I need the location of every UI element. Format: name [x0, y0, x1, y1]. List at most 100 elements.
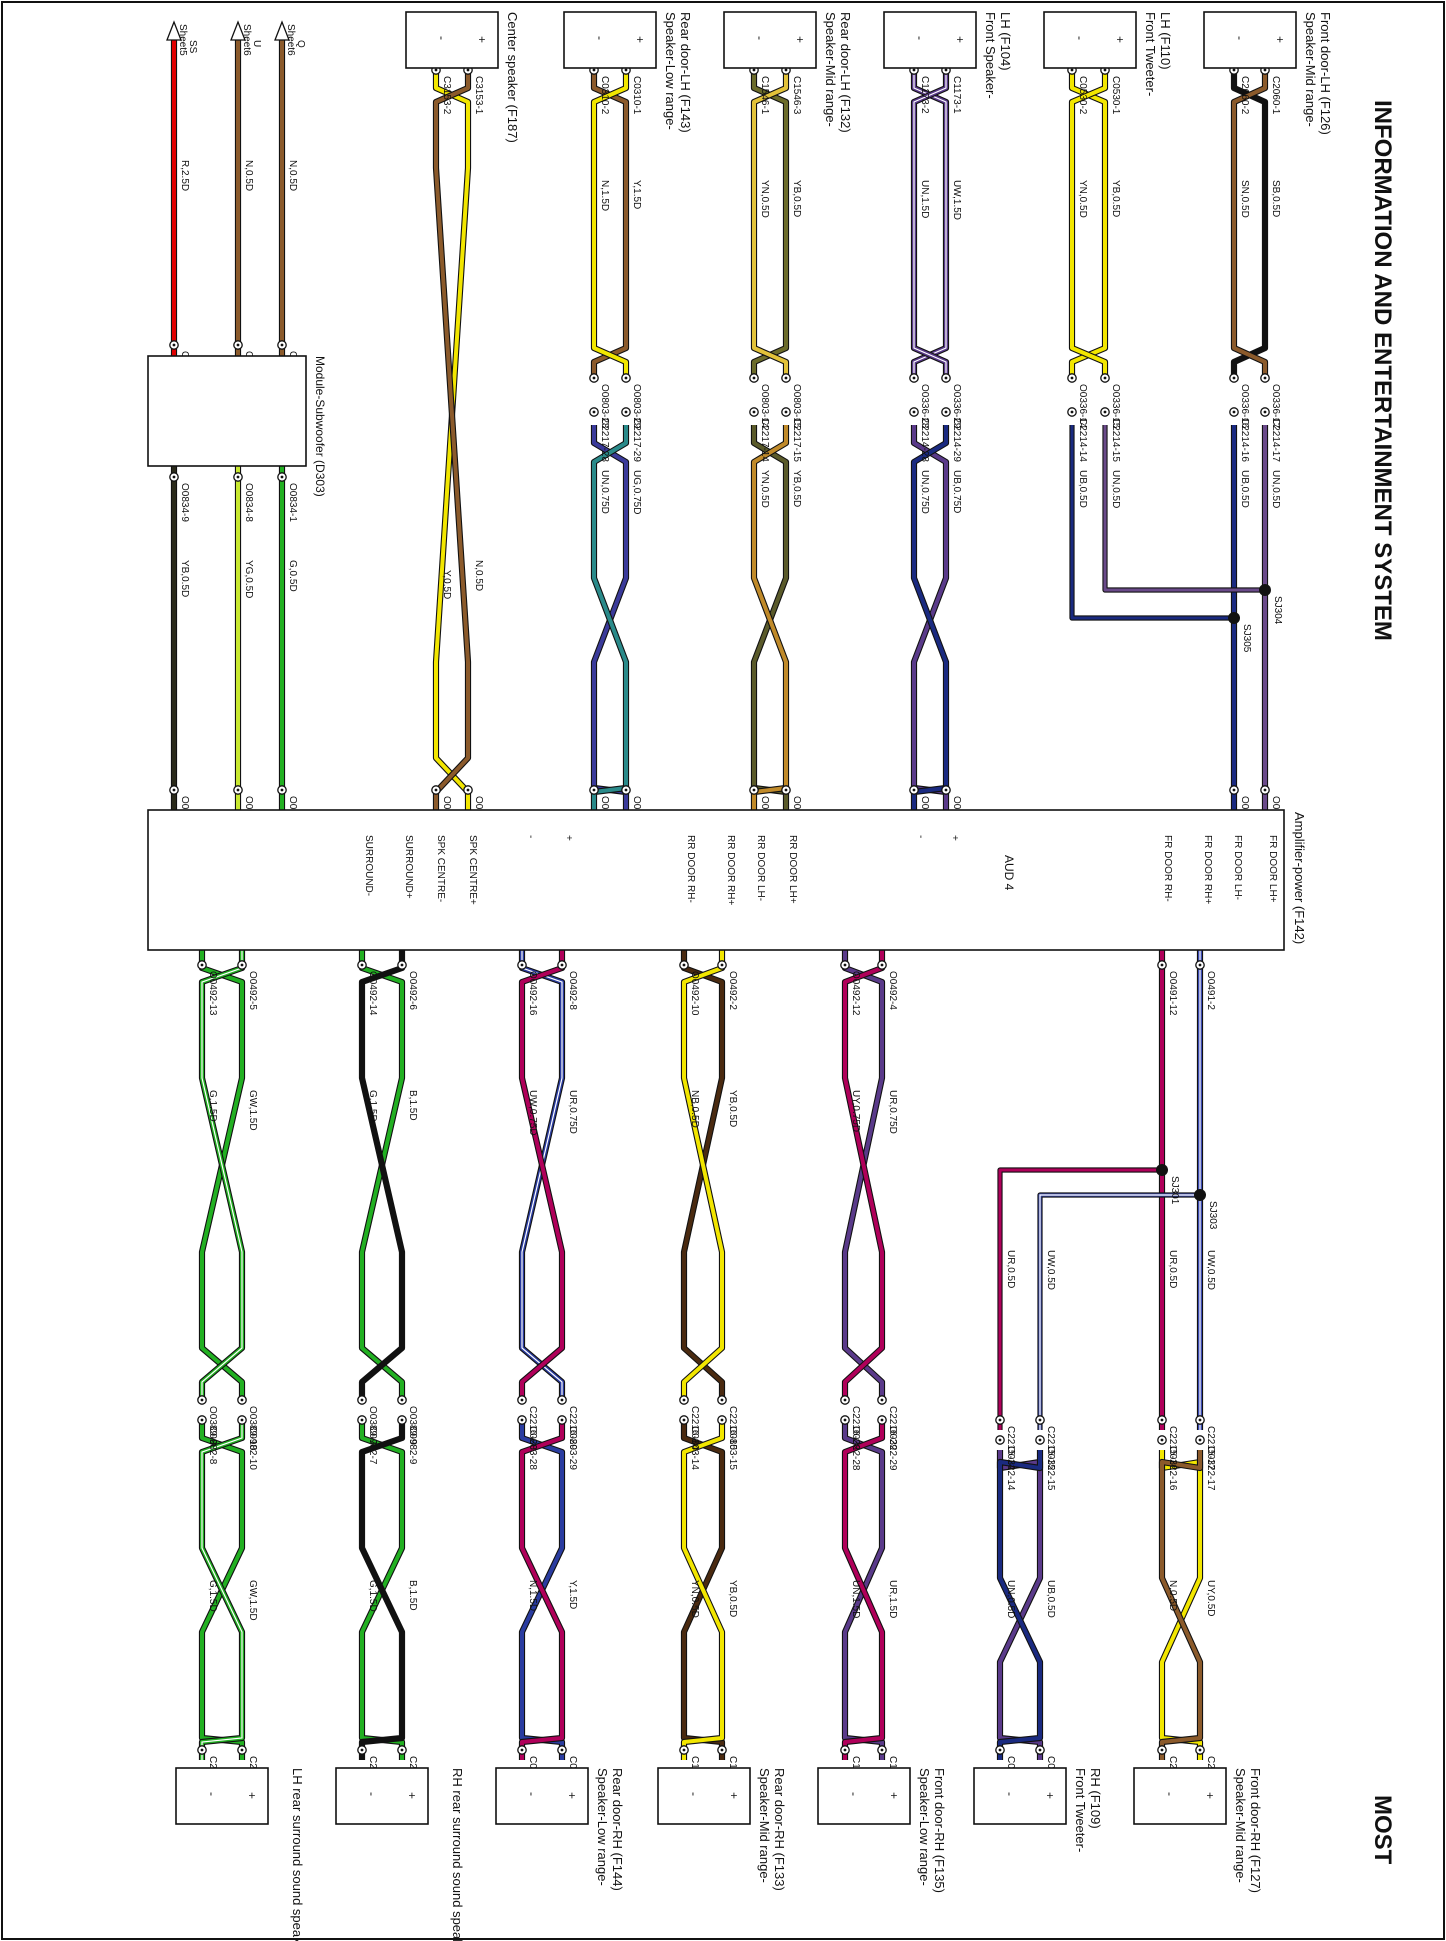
L3a-upper	[910, 70, 950, 380]
pin-o0336-16	[1229, 373, 1239, 383]
R1a-lower	[1158, 1450, 1204, 1760]
splice-sj305	[1228, 612, 1240, 624]
pin-label: O0322-17	[1205, 1446, 1216, 1491]
pin-label: C0530-2	[1077, 76, 1088, 115]
wire-code: NB,0.5D	[689, 1090, 700, 1128]
wire-code: UR,0.75D	[567, 1090, 578, 1134]
pin-c0803-28	[517, 1415, 527, 1425]
R2b-upper	[997, 1167, 1162, 1430]
pin-c2216-28	[517, 1395, 527, 1405]
pin-c0631-1	[1035, 1745, 1045, 1755]
wire-code: GW,1.5D	[247, 1090, 258, 1131]
amp-pin-label: SPK CENTRE+	[467, 835, 478, 905]
pin-label: C2214-17	[1270, 418, 1281, 462]
pin-c0982-8	[197, 1415, 207, 1425]
amp-pin-label: -	[525, 835, 536, 838]
L5a-upper	[590, 70, 630, 380]
wire-code: SN,0.5D	[1239, 180, 1250, 218]
amp-pin-label: +	[563, 835, 574, 841]
pin-label: C2215-14	[1005, 1426, 1016, 1470]
pin-label: C2216-29	[567, 1406, 578, 1450]
wire-code: YB,0.5D	[791, 470, 802, 507]
amp-pin-label: RR DOOR LH+	[787, 835, 798, 904]
wire-code: G,1.5D	[207, 1090, 218, 1122]
pin-o0834-10	[169, 340, 179, 350]
pin-label: O0336-29	[951, 384, 962, 429]
pin-label: C2217-29	[631, 418, 642, 462]
subwoofer-module: Module-Subwoofer (D303)	[147, 355, 327, 497]
pin-label: C2214-29	[951, 418, 962, 462]
wire-code: UW,0.75D	[527, 1090, 538, 1136]
pin-o0491-2	[1195, 960, 1205, 970]
pin-o0834-9	[169, 472, 179, 482]
speakers-left: +-Speaker-Mid range-Front door-LH (F126)…	[405, 11, 1333, 143]
wire-code: GW,1.5D	[247, 1580, 258, 1621]
speaker-neg-terminal: -	[913, 36, 927, 40]
pin-o0336-17	[1260, 373, 1270, 383]
pin-c0631-2	[995, 1745, 1005, 1755]
wire-code: UN,0.5D	[1110, 470, 1121, 508]
amp-pin-label: SPK CENTRE-	[435, 835, 446, 902]
R7a-lower	[198, 1420, 246, 1760]
pin-o0491-13	[463, 785, 473, 795]
R4a-lower	[680, 1420, 726, 1760]
amp-pin-label: FR DOOR RH-	[1162, 835, 1173, 902]
pin-o0322-17	[1195, 1435, 1205, 1445]
wire-code: N,1.5D	[527, 1580, 538, 1611]
pin-label: C2216-28	[527, 1406, 538, 1450]
wire-code: UR,0.5D	[1167, 1250, 1178, 1288]
wire-code: UY,0.5D	[1205, 1580, 1216, 1617]
pin-label: C2215-16	[1167, 1426, 1178, 1470]
wire-code: YN,0.5D	[1077, 180, 1088, 218]
speaker-name: RH rear surround sound speaker (F199)	[450, 1768, 465, 1941]
wire-code: G,1.5D	[207, 1580, 218, 1612]
pin-label: O0492-16	[527, 971, 538, 1016]
amp-pin-label: RR DOOR LH-	[755, 835, 766, 901]
speaker-pos-terminal: +	[953, 36, 967, 43]
wire-code: UY,0.75D	[850, 1090, 861, 1132]
pin-c2217-28	[589, 407, 599, 417]
pin-label: O0322-14	[1005, 1446, 1016, 1491]
speaker-right-1: +-Front Tweeter-RH (F109)	[973, 1767, 1103, 1852]
pin-label: C0982-9	[407, 1426, 418, 1465]
pin-o0492-6	[397, 960, 407, 970]
L5b-upper	[590, 70, 630, 380]
pin-label: C2060-1	[1270, 76, 1281, 115]
pin-o0336-29	[941, 373, 951, 383]
wire-code: UR,0.5D	[1005, 1250, 1016, 1288]
pin-label: C2214-16	[1239, 418, 1250, 462]
L2a-to-SJ304	[1102, 425, 1265, 593]
pin-label: C1546-3	[791, 76, 802, 115]
pin-o0336-28	[909, 373, 919, 383]
pin-o0492-9	[749, 785, 759, 795]
speaker-pos-terminal: +	[887, 1792, 901, 1799]
L2a-upper	[1068, 70, 1109, 380]
pin-label: C1173-2	[919, 76, 930, 114]
wire-code: UN,0.5D	[1005, 1580, 1016, 1618]
speaker-right-5: +-RH rear surround sound speaker (F199)	[335, 1767, 465, 1941]
pin-c1172-2	[840, 1745, 850, 1755]
pin-o0834-1	[277, 472, 287, 482]
pin-o0491-20	[277, 785, 287, 795]
R7a-upper	[198, 950, 246, 1400]
pin-c0982-9	[397, 1415, 407, 1425]
pin-label: C2214-15	[1110, 418, 1121, 462]
pin-label: C0530-1	[1110, 76, 1121, 115]
pin-label: O0492-12	[850, 971, 861, 1016]
pin-o0492-11	[909, 785, 919, 795]
R3a-lower	[841, 1420, 886, 1760]
page-title: INFORMATION AND ENTERTAINMENT SYSTEM	[1369, 100, 1396, 641]
splice-label: SJ301	[1169, 1176, 1180, 1205]
pin-label: O0492-10	[689, 971, 700, 1016]
pin-label: C3153-1	[473, 76, 484, 115]
speaker-neg-terminal: -	[1233, 36, 1247, 40]
L4a-lower	[750, 425, 790, 810]
wire-code: SB,0.5D	[1270, 180, 1281, 217]
speaker-pos-terminal: +	[405, 1792, 419, 1799]
pin-label: O0834-8	[243, 483, 254, 522]
sheet-ref-label: U	[251, 40, 262, 47]
wire-code: G,0.5D	[287, 560, 298, 592]
wire-code: YB,0.5D	[179, 560, 190, 597]
